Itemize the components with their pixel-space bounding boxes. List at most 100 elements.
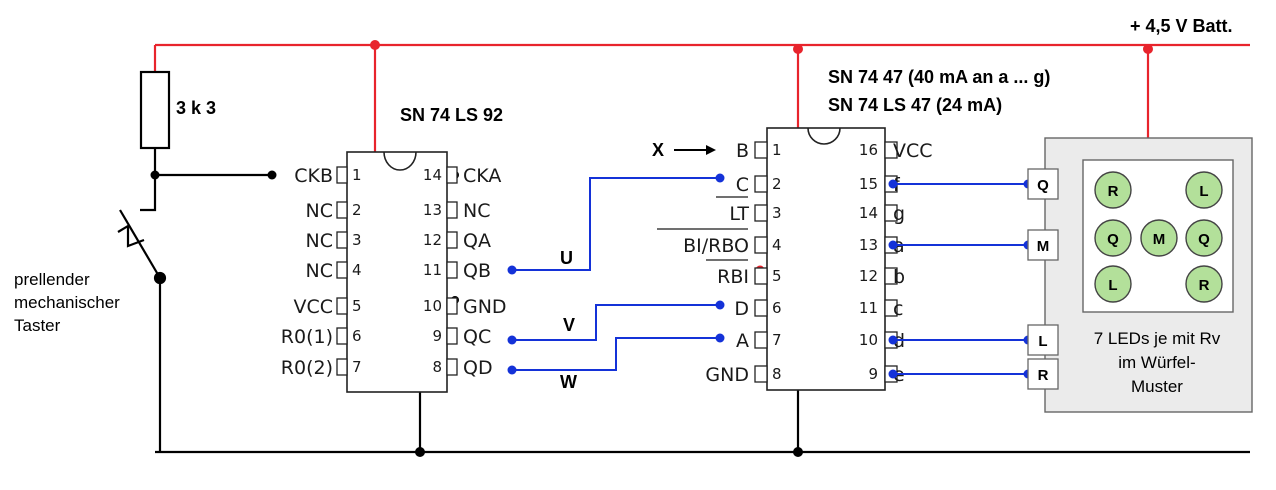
ic2-left-pin-label: C xyxy=(736,174,749,196)
ic1-right-pin-number: 11 xyxy=(423,261,442,279)
wire-label-u: U xyxy=(560,248,573,268)
ic1-pin-stub xyxy=(336,297,348,315)
led-label: Q xyxy=(1107,231,1119,248)
ic2-right-pin-number: 10 xyxy=(859,331,878,349)
svg-text:im Würfel-: im Würfel- xyxy=(1118,353,1195,372)
ic2-pin-stub xyxy=(754,141,768,159)
ic2-right-pin-number: 16 xyxy=(859,141,878,159)
ic2-left-pin-number: 3 xyxy=(772,204,782,222)
ic1-left-pin-label: NC xyxy=(306,200,333,222)
ic1-pin-stub xyxy=(446,231,458,249)
ic1-left-pin-label: VCC xyxy=(293,296,333,318)
ic2-pin-stub xyxy=(884,204,898,222)
led-label: L xyxy=(1199,183,1208,200)
ic2-right-pin-label: c xyxy=(893,298,903,320)
ic1-right-pin-label: GND xyxy=(463,296,507,318)
ic1-left-pin-number: 1 xyxy=(352,166,362,184)
ic1-left-pin-label: CKB xyxy=(294,165,333,187)
ic1-left-pin-number: 5 xyxy=(352,297,362,315)
led-connector-box xyxy=(1027,324,1059,356)
ic2-pin-stub xyxy=(754,331,768,349)
ic2-body xyxy=(766,127,886,391)
resistor-label: 3 k 3 xyxy=(176,98,216,118)
ic2-pin-stub xyxy=(884,267,898,285)
ic1-left-pin-number: 6 xyxy=(352,327,362,345)
ic1-left-pin-number: 7 xyxy=(352,358,362,376)
ic1-left-pin-label: R0(2) xyxy=(281,357,333,379)
led xyxy=(1185,171,1223,209)
ic2-left-pin-label: RBI xyxy=(717,266,749,288)
led-label: Q xyxy=(1198,231,1210,248)
ic2-left-pin-number: 8 xyxy=(772,365,782,383)
ic1-right-pin-number: 10 xyxy=(423,297,442,315)
led-box-text: 7 LEDs je mit Rv im Würfel- Muster xyxy=(1094,329,1221,396)
ic1-pin-stub xyxy=(336,201,348,219)
ic2-pin-stub xyxy=(884,299,898,317)
ic2-pin-stub xyxy=(754,175,768,193)
ic1-body xyxy=(346,151,448,393)
led xyxy=(1140,219,1178,257)
svg-text:prellender: prellender xyxy=(14,270,90,289)
ic2-right-pin-number: 9 xyxy=(868,365,878,383)
ic2-left-pin-label: BI/RBO xyxy=(683,235,749,257)
led-connector-label: L xyxy=(1038,333,1047,350)
ic2-left-pin-label: B xyxy=(736,140,749,162)
ic2-title-line1: SN 74 47 (40 mA an a ... g) xyxy=(828,67,1050,87)
ic1-pin-stub xyxy=(336,261,348,279)
ic1-right-pin-label: QC xyxy=(463,326,491,348)
ic1-pin-stub xyxy=(336,166,348,184)
ic2-title-line2: SN 74 LS 47 (24 mA) xyxy=(828,95,1002,115)
ic1-right-pin-label: NC xyxy=(463,200,490,222)
led-connector-box xyxy=(1027,168,1059,200)
ic2-left-pin-number: 2 xyxy=(772,175,782,193)
ic2-left-pin-label: A xyxy=(736,330,749,352)
push-switch xyxy=(117,209,167,285)
ic2-left-pin-number: 5 xyxy=(772,267,782,285)
ic2-right-pin-label: VCC xyxy=(893,140,933,162)
ic2-right-pin-number: 14 xyxy=(859,204,878,222)
switch-label: prellender mechanischer Taster xyxy=(14,270,120,335)
ic2-right-pin-number: 12 xyxy=(859,267,878,285)
ic1-right-pin-number: 14 xyxy=(423,166,442,184)
ic1-right-pin-number: 13 xyxy=(423,201,442,219)
ic2-right-pin-number: 15 xyxy=(859,175,878,193)
ic2-pin-stub xyxy=(754,267,768,285)
ic2-pin-stub xyxy=(754,299,768,317)
ic1-right-pin-number: 9 xyxy=(432,327,442,345)
ic2-left-pin-number: 4 xyxy=(772,236,782,254)
svg-text:Muster: Muster xyxy=(1131,377,1183,396)
ic1-right-pin-number: 8 xyxy=(432,358,442,376)
led xyxy=(1094,219,1132,257)
ic1-right-pin-label: QD xyxy=(463,357,493,379)
ic1-left-pin-number: 3 xyxy=(352,231,362,249)
ic2-left-pin-number: 1 xyxy=(772,141,782,159)
wire-label-v: V xyxy=(563,315,575,335)
led xyxy=(1185,219,1223,257)
ic1-pin-stub xyxy=(446,327,458,345)
led-label: R xyxy=(1199,277,1210,294)
ic2-pin-stub xyxy=(754,365,768,383)
ic2-pin-stub xyxy=(754,204,768,222)
ic2-right-pin-label: b xyxy=(893,266,905,288)
supply-label: + 4,5 V Batt. xyxy=(1130,16,1233,36)
ic1-left-pin-label: NC xyxy=(306,260,333,282)
led-connector-box xyxy=(1027,229,1059,261)
ic1-right-pin-label: QB xyxy=(463,260,491,282)
led-connector-label: R xyxy=(1038,367,1049,384)
ic1-pin-stub xyxy=(446,358,458,376)
ic2-pins: B1C2LT3BI/RBO4RBI5D6A7GND8VCC16f15g14a13… xyxy=(657,140,933,386)
led-connector-label: Q xyxy=(1037,177,1049,194)
led-label: M xyxy=(1153,231,1166,248)
ic2-right-pin-number: 11 xyxy=(859,299,878,317)
svg-text:Taster: Taster xyxy=(14,316,61,335)
ic1-pin-stub xyxy=(446,261,458,279)
ic1-pin-stub xyxy=(446,166,458,184)
ic1-right-pin-label: CKA xyxy=(463,165,501,187)
ic1-left-pin-number: 2 xyxy=(352,201,362,219)
ic1-pin-stub xyxy=(446,201,458,219)
ic1-left-pin-label: R0(1) xyxy=(281,326,333,348)
